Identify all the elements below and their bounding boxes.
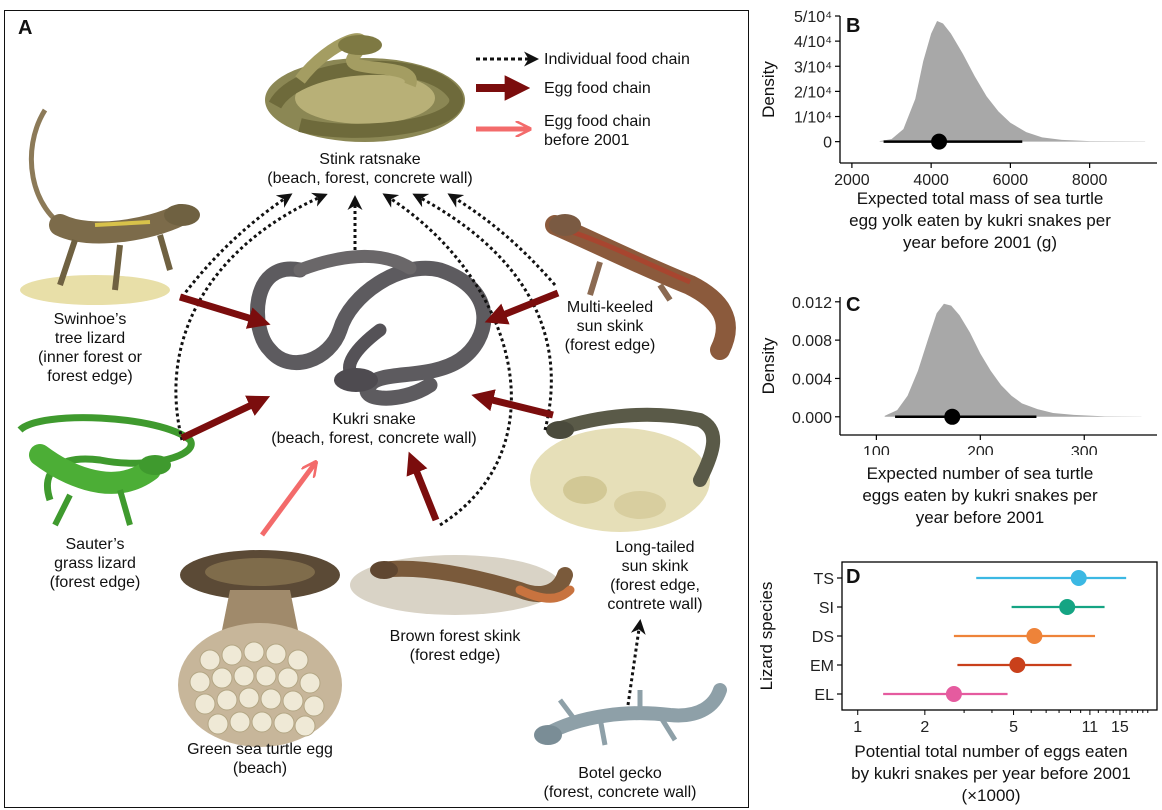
botel-gecko-illustration [534,690,720,745]
panel-d-point [1071,570,1087,586]
panel-b-y-tick-label: 0 [823,135,832,152]
stink-ratsnake-illustration [265,35,465,142]
panel-c-point [944,409,960,425]
panel-b-point [931,134,947,150]
kukri-snake-illustration [258,256,484,398]
panel-b-chart: 0 1/10⁴ 2/10⁴ 3/10⁴ 4/10⁴ 5/10⁴ 2000 4000 6000 80… [752,0,1162,188]
panel-b-x-tick-label: 8000 [1072,172,1108,188]
panel-b-x-tick-label: 2000 [834,172,870,188]
panel-b-y-axis-label: Density [759,61,778,118]
sauter-grass-lizard-label: Sauter’s grass lizard (forest edge) [30,535,160,592]
panel-d-point [946,686,962,702]
brown-forest-skink-label: Brown forest skink (forest edge) [350,627,560,665]
panel-c-x-tick-label: 300 [1071,444,1098,455]
legend-individual-label: Individual food chain [544,50,690,69]
panel-d-x-tick-label: 15 [1111,719,1129,736]
panel-d-point [1026,628,1042,644]
panel-d-x-tick-label: 5 [1009,719,1018,736]
panel-d-species-label: SI [819,600,834,617]
panel-b-y-tick-label: 5/10⁴ [794,9,832,26]
sauter-grass-lizard-illustration [20,418,191,525]
panel-c-y-tick-label: 0.008 [792,333,832,350]
panel-c-y-tick-label: 0.004 [792,371,832,388]
panel-label-d: D [846,566,860,589]
swinhoe-tree-lizard-illustration [20,110,200,305]
legend-egg-before-label: Egg food chain before 2001 [544,112,651,150]
brown-forest-skink-illustration [350,555,570,615]
panel-d-species-label: EM [810,658,834,675]
panel-c-xlabel: Expected number of sea turtle eggs eaten… [800,463,1160,529]
swinhoe-tree-lizard-label: Swinhoe’s tree lizard (inner forest or f… [15,310,165,386]
panel-c-y-axis-label: Density [759,337,778,394]
panel-d-species-label: DS [812,629,834,646]
panel-label-c: C [846,294,860,317]
panel-c-x-tick-label: 200 [967,444,994,455]
panel-c-y-tick-label: 0.000 [792,410,832,427]
panel-d-chart: TS SI DS EM EL 1 2 5 11 15 Lizard species [752,550,1162,740]
legend-egg-label: Egg food chain [544,79,651,98]
panel-b-x-tick-label: 4000 [913,172,949,188]
panel-c-chart: 0.000 0.004 0.008 0.012 100 200 300 Density [752,280,1162,455]
egg-chain-brown-skink-to-kukri [412,460,436,520]
panel-d-x-tick-label: 2 [920,719,929,736]
panel-b-xlabel: Expected total mass of sea turtle egg yo… [800,188,1160,254]
panel-d-x-tick-label: 11 [1082,719,1099,736]
panel-label-a: A [18,17,32,40]
long-tailed-sun-skink-label: Long-tailed sun skink (forest edge, cont… [585,538,725,614]
panel-c-y-tick-label: 0.012 [792,295,832,312]
egg-chain-swinhoe-to-kukri [180,297,262,322]
panel-b-y-tick-label: 1/10⁴ [794,110,832,127]
panel-b-x-tick-label: 6000 [993,172,1029,188]
panel-c-density-area [885,304,1142,417]
panel-d-species-label: TS [814,571,834,588]
kukri-snake-label: Kukri snake (beach, forest, concrete wal… [254,410,494,448]
panel-c-x-tick-label: 100 [863,444,890,455]
panel-d-x-tick-label: 1 [853,719,862,736]
panel-d-point [1009,657,1025,673]
panel-d-species-label: EL [814,687,834,704]
panel-d-point [1059,599,1075,615]
multi-keeled-sun-skink-label: Multi-keeled sun skink (forest edge) [540,298,680,355]
egg-before-turtle-to-kukri [262,462,316,535]
panel-b-y-tick-label: 2/10⁴ [794,84,832,101]
egg-chain-sauter-to-kukri [182,400,262,438]
stink-ratsnake-label: Stink ratsnake (beach, forest, concrete … [250,150,490,188]
botel-gecko-label: Botel gecko (forest, concrete wall) [500,764,740,802]
panel-b-density-area [880,21,1145,142]
turtle-egg-illustration [178,550,342,747]
panel-label-b: B [846,15,860,38]
long-tailed-sun-skink-illustration [530,415,713,532]
turtle-egg-label: Green sea turtle egg (beach) [145,740,375,778]
panel-b-y-tick-label: 4/10⁴ [794,34,832,51]
panel-d-y-axis-label: Lizard species [757,582,776,691]
panel-b-y-tick-label: 3/10⁴ [794,59,832,76]
panel-d-xlabel: Potential total number of eggs eaten by … [820,741,1162,807]
